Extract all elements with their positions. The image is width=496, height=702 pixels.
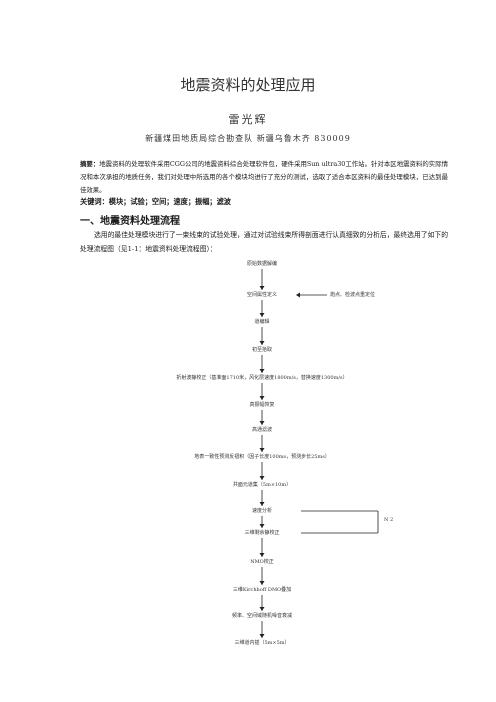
flow-step-1: 空间属性定义: [246, 292, 277, 298]
flow-arrowhead-10: [259, 553, 265, 557]
section-heading: 一、地震资料处理流程: [80, 216, 180, 227]
flow-arrowhead-8: [259, 502, 265, 506]
flow-step-4: 折射波静校正（基准面1710米，风化层速度1800m/s，替换速度1300m/s…: [176, 375, 348, 381]
flow-step-6: 高通滤波: [251, 427, 272, 433]
keywords: 关键词：模块；试验；空间；速度；振幅；滤波: [80, 197, 231, 206]
document-title: 地震资料的处理应用: [180, 76, 316, 94]
flow-step-0: 原始数据解编: [246, 261, 277, 267]
abstract-text: 地震资料的处理软件采用CGG公司的地震资料综合处理软件包，硬件采用Sun ult…: [80, 160, 449, 194]
intro-paragraph: 选用的最佳处理模块进行了一束线束的试验处理，通过对试验线束所得剖面进行认真细致的…: [80, 231, 448, 253]
flow-arrowhead-1: [259, 313, 265, 317]
flow-step-13: 频率、空间域随机噪音衰减: [231, 613, 292, 619]
flow-arrowhead-9: [259, 524, 265, 528]
flow-arrowhead-4: [259, 396, 265, 400]
affiliation: 新疆煤田地质局综合勘查队 新疆乌鲁木齐 830009: [145, 134, 351, 143]
flow-step-9: 速度分析: [251, 508, 272, 514]
flow-arrowhead-12: [259, 607, 265, 611]
abstract-label: 摘要：: [80, 160, 100, 168]
flow-loop-label: N 2: [384, 517, 394, 523]
flow-arrowhead-11: [259, 581, 265, 585]
flow-arrowhead-3: [259, 369, 265, 373]
flow-step-10: 三维剩余静校正: [244, 530, 280, 536]
flow-step-14: 三维道内插（5m×5m）: [234, 640, 290, 646]
flow-arrowhead-2: [259, 341, 265, 345]
flow-arrowhead-6: [259, 448, 265, 452]
flow-step-5: 真振幅恢复: [249, 402, 275, 408]
flow-arrowhead-5: [259, 421, 265, 425]
author-name: 雷光辉: [228, 113, 268, 126]
flow-step-3: 初至拾取: [251, 347, 272, 353]
flow-step-8: 共面元道集（5m×10m）: [232, 482, 292, 488]
flow-step-2: 道编辑: [254, 319, 270, 325]
flow-arrowhead-7: [259, 476, 265, 480]
side-note-arrowhead: [296, 292, 300, 298]
flow-arrowhead-0: [259, 286, 265, 290]
flow-step-7: 地表一致性预测反褶积（因子长度100ms，预测步长25ms）: [194, 454, 330, 460]
flow-step-12: 三维Kirchhoff DMO叠加: [232, 587, 292, 593]
flow-arrowhead-13: [259, 634, 265, 638]
abstract: 摘要：地震资料的处理软件采用CGG公司的地震资料综合处理软件包，硬件采用Sun …: [80, 158, 448, 197]
flow-step-11: NMO校正: [250, 559, 274, 565]
flow-side-note: 炮点、检波点重定位: [330, 292, 376, 298]
